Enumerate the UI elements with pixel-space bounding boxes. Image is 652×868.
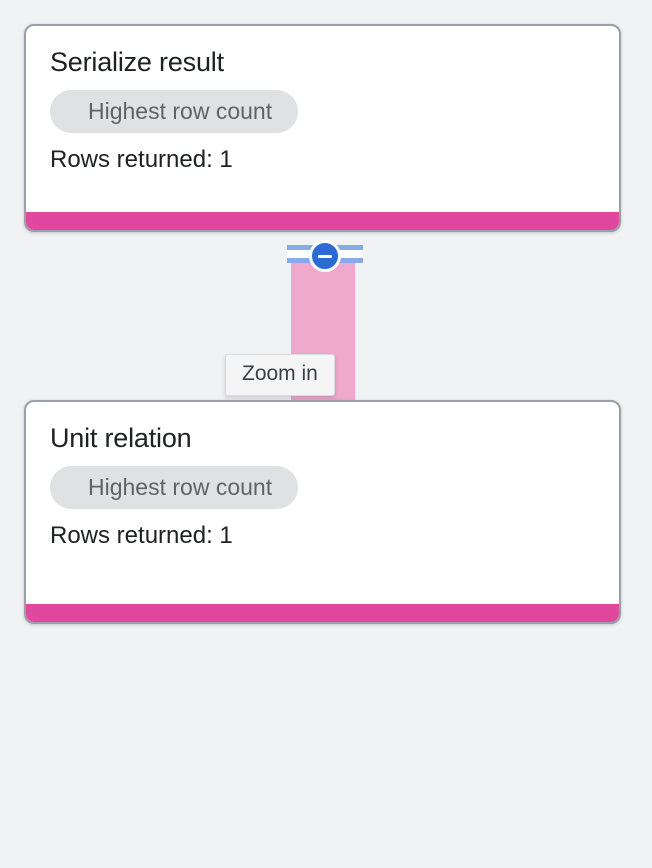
edge-collapse-control[interactable]: [287, 240, 363, 272]
node-accent-footer: [26, 604, 619, 622]
minus-circle-icon[interactable]: [309, 240, 341, 272]
node-rows-returned: Rows returned: 1: [50, 146, 233, 173]
node-body: Unit relation Highest row count Rows ret…: [26, 402, 619, 564]
node-title: Unit relation: [50, 423, 192, 453]
tooltip-zoom-in: Zoom in: [225, 354, 335, 396]
node-title: Serialize result: [50, 47, 224, 77]
node-chip-highest-row-count: Highest row count: [50, 90, 299, 133]
node-accent-footer: [26, 212, 619, 230]
node-card-unit-relation[interactable]: Unit relation Highest row count Rows ret…: [24, 400, 621, 624]
node-card-serialize-result[interactable]: Serialize result Highest row count Rows …: [24, 24, 621, 232]
node-chip-highest-row-count: Highest row count: [50, 466, 299, 509]
minus-glyph: [318, 254, 332, 258]
node-rows-returned: Rows returned: 1: [50, 522, 233, 549]
node-body: Serialize result Highest row count Rows …: [26, 26, 619, 188]
